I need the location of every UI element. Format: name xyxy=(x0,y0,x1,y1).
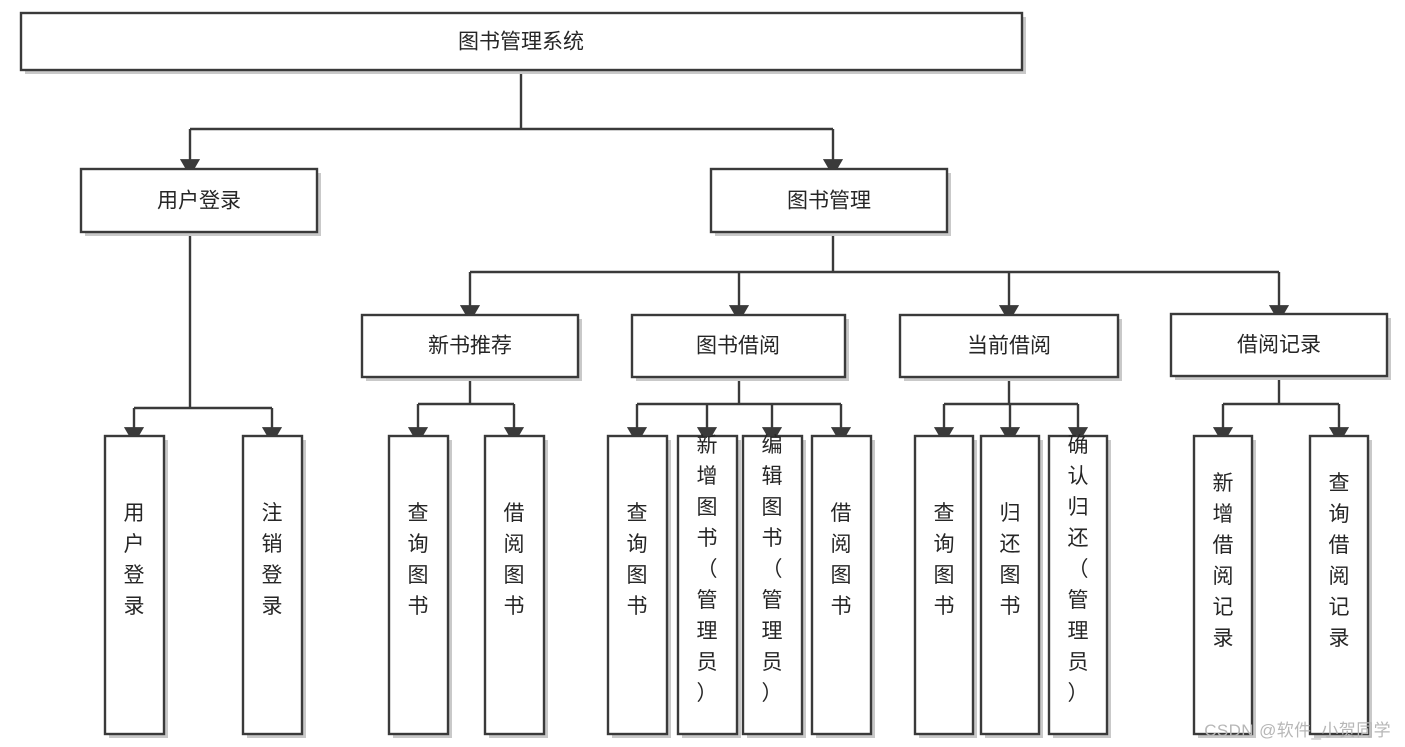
leaf-book-borrow-3[interactable]: 编辑图书（管理员） xyxy=(741,434,806,738)
leaf-book-borrow-2-label: 新增图书（管理员） xyxy=(697,434,718,705)
node-book-borrow[interactable]: 图书借阅 xyxy=(630,313,849,381)
leaf-new-book-2-rect xyxy=(483,434,546,736)
leaf-current-borrow-2-label: 归还图书 xyxy=(1000,502,1021,618)
connector-group-book-mgmt xyxy=(459,232,1290,323)
node-new-book-recommend-rect xyxy=(360,313,580,379)
node-book-management-label: 图书管理 xyxy=(787,190,871,213)
leaf-user-login-1[interactable]: 用户登录 xyxy=(103,434,168,738)
node-book-management[interactable]: 图书管理 xyxy=(709,167,951,236)
leaf-borrow-record-1-rect xyxy=(1192,434,1254,736)
leaf-book-borrow-4[interactable]: 借阅图书 xyxy=(810,434,875,738)
leaf-user-login-2[interactable]: 注销登录 xyxy=(241,434,306,738)
node-root-label: 图书管理系统 xyxy=(458,31,584,54)
leaf-new-book-1-label: 查询图书 xyxy=(408,502,429,618)
node-new-book-recommend-label: 新书推荐 xyxy=(428,335,512,358)
connector-group-current-borrow xyxy=(933,377,1089,445)
leaf-book-borrow-3-label: 编辑图书（管理员） xyxy=(762,434,783,705)
leaf-book-borrow-2[interactable]: 新增图书（管理员） xyxy=(676,434,741,738)
leaf-new-book-2[interactable]: 借阅图书 xyxy=(483,434,548,738)
connector-group-new-book xyxy=(407,377,525,445)
leaf-book-borrow-2-rect xyxy=(676,434,739,736)
leaf-user-login-1-rect xyxy=(103,434,166,736)
node-borrow-record-label: 借阅记录 xyxy=(1237,334,1321,357)
node-new-book-recommend[interactable]: 新书推荐 xyxy=(360,313,582,381)
leaf-user-login-2-rect xyxy=(241,434,304,736)
leaf-current-borrow-3-rect xyxy=(1047,434,1109,736)
leaf-new-book-1[interactable]: 查询图书 xyxy=(387,434,452,738)
leaf-book-borrow-4-label: 借阅图书 xyxy=(831,502,852,618)
node-user-login-label: 用户登录 xyxy=(157,190,241,213)
leaf-current-borrow-2-rect xyxy=(979,434,1041,736)
leaf-current-borrow-1-label: 查询图书 xyxy=(934,502,955,618)
connector-group-root xyxy=(179,70,844,177)
node-borrow-record[interactable]: 借阅记录 xyxy=(1169,312,1391,380)
node-root-rect xyxy=(19,11,1024,72)
leaf-current-borrow-1-rect xyxy=(913,434,975,736)
leaf-borrow-record-2-label: 查询借阅记录 xyxy=(1329,472,1350,650)
leaf-current-borrow-1[interactable]: 查询图书 xyxy=(913,434,977,738)
leaf-book-borrow-3-rect xyxy=(741,434,804,736)
leaf-user-login-1-label: 用户登录 xyxy=(124,502,145,618)
connector-group-book-borrow xyxy=(626,377,852,445)
node-borrow-record-rect xyxy=(1169,312,1389,378)
connector-group-user-login xyxy=(123,232,283,445)
node-book-borrow-label: 图书借阅 xyxy=(696,335,780,358)
node-root-system[interactable]: 图书管理系统 xyxy=(19,11,1026,74)
connector-group-borrow-record xyxy=(1212,377,1350,445)
leaf-book-borrow-1-rect xyxy=(606,434,669,736)
node-book-management-rect xyxy=(709,167,949,234)
leaf-borrow-record-2[interactable]: 查询借阅记录 xyxy=(1308,434,1372,738)
leaf-book-borrow-4-rect xyxy=(810,434,873,736)
leaf-user-login-2-label: 注销登录 xyxy=(262,502,283,618)
leaf-current-borrow-2[interactable]: 归还图书 xyxy=(979,434,1043,738)
node-current-borrow-label: 当前借阅 xyxy=(967,335,1051,358)
leaf-borrow-record-2-rect xyxy=(1308,434,1370,736)
leaf-book-borrow-1-label: 查询图书 xyxy=(627,502,648,618)
node-current-borrow-rect xyxy=(898,313,1120,379)
leaf-new-book-1-rect xyxy=(387,434,450,736)
node-user-login[interactable]: 用户登录 xyxy=(79,167,321,236)
leaf-borrow-record-1-label: 新增借阅记录 xyxy=(1213,472,1234,650)
leaf-borrow-record-1[interactable]: 新增借阅记录 xyxy=(1192,434,1256,738)
node-current-borrow[interactable]: 当前借阅 xyxy=(898,313,1122,381)
leaf-current-borrow-3-label: 确认归还（管理员） xyxy=(1068,434,1089,705)
node-book-borrow-rect xyxy=(630,313,847,379)
node-user-login-rect xyxy=(79,167,319,234)
leaf-book-borrow-1[interactable]: 查询图书 xyxy=(606,434,671,738)
leaf-current-borrow-3[interactable]: 确认归还（管理员） xyxy=(1047,434,1111,738)
leaf-new-book-2-label: 借阅图书 xyxy=(504,502,525,618)
